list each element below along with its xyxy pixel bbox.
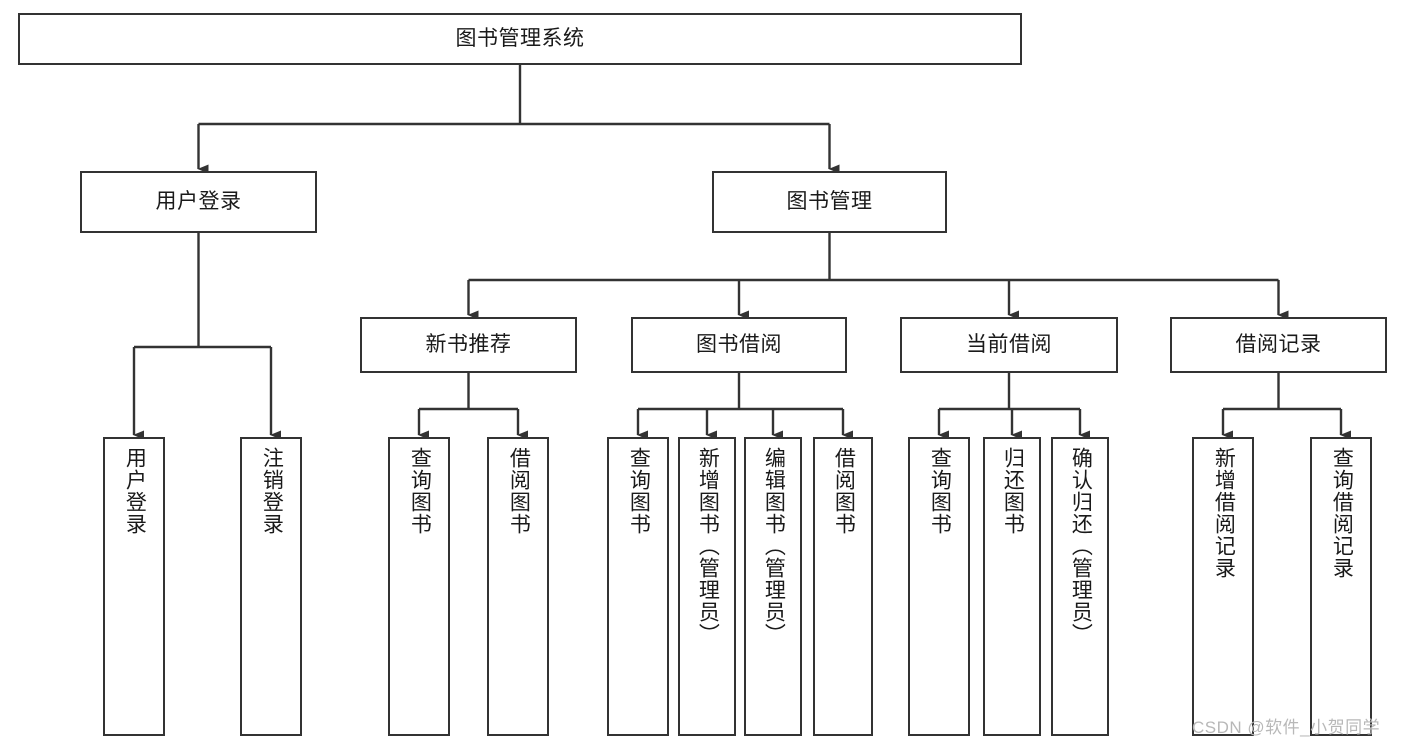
node-label: 图书管理系统 — [455, 26, 585, 50]
node-label: 图书管理 — [786, 189, 873, 213]
node-label: 新书推荐 — [425, 332, 512, 356]
node-leaf10[interactable]: 归还图书 — [983, 437, 1041, 736]
node-label: 查询图书 — [928, 447, 952, 535]
node-label: 新增图书（管理员） — [696, 447, 720, 645]
node-leaf7[interactable]: 编辑图书（管理员） — [744, 437, 802, 736]
node-label: 注销登录 — [260, 447, 284, 535]
node-leaf11[interactable]: 确认归还（管理员） — [1051, 437, 1109, 736]
node-label: 归还图书 — [1001, 447, 1025, 535]
node-label: 借阅图书 — [832, 447, 856, 535]
node-label: 用户登录 — [123, 447, 147, 535]
node-label: 借阅图书 — [507, 447, 531, 535]
node-label: 查询图书 — [627, 447, 651, 535]
node-bookmgmt[interactable]: 图书管理 — [712, 171, 947, 233]
node-leaf3[interactable]: 查询图书 — [388, 437, 450, 736]
node-label: 借阅记录 — [1235, 332, 1322, 356]
node-label: 查询借阅记录 — [1330, 447, 1354, 579]
node-leaf8[interactable]: 借阅图书 — [813, 437, 873, 736]
node-label: 编辑图书（管理员） — [762, 447, 786, 645]
node-borrow[interactable]: 图书借阅 — [631, 317, 847, 373]
node-newbook[interactable]: 新书推荐 — [360, 317, 577, 373]
node-current[interactable]: 当前借阅 — [900, 317, 1118, 373]
node-leaf13[interactable]: 查询借阅记录 — [1310, 437, 1372, 736]
node-leaf9[interactable]: 查询图书 — [908, 437, 970, 736]
node-label: 用户登录 — [155, 189, 242, 213]
node-label: 确认归还（管理员） — [1069, 447, 1093, 645]
node-leaf1[interactable]: 用户登录 — [103, 437, 165, 736]
node-label: 新增借阅记录 — [1212, 447, 1236, 579]
node-label: 查询图书 — [408, 447, 432, 535]
node-records[interactable]: 借阅记录 — [1170, 317, 1387, 373]
node-leaf6[interactable]: 新增图书（管理员） — [678, 437, 736, 736]
node-leaf4[interactable]: 借阅图书 — [487, 437, 549, 736]
node-root[interactable]: 图书管理系统 — [18, 13, 1022, 65]
node-leaf2[interactable]: 注销登录 — [240, 437, 302, 736]
node-leaf12[interactable]: 新增借阅记录 — [1192, 437, 1254, 736]
node-login[interactable]: 用户登录 — [80, 171, 317, 233]
node-leaf5[interactable]: 查询图书 — [607, 437, 669, 736]
node-label: 当前借阅 — [966, 332, 1052, 356]
node-label: 图书借阅 — [696, 332, 782, 356]
